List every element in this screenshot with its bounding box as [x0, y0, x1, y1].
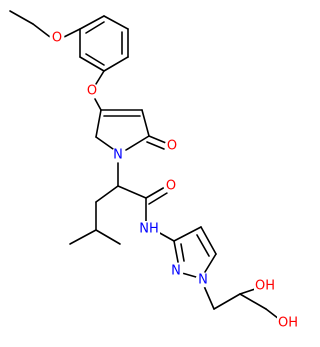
- bond: [103, 15, 129, 30]
- atom-label-o-ether1: O: [49, 30, 65, 46]
- bond: [95, 185, 119, 203]
- bond: [200, 226, 217, 255]
- bond: [173, 240, 179, 263]
- atom-label-oh-secondary: OH: [254, 278, 277, 294]
- atom-background: [49, 30, 65, 46]
- atom-background: [110, 147, 126, 163]
- bond: [79, 15, 105, 30]
- diagram-background: [0, 0, 302, 347]
- atom-background: [84, 83, 100, 99]
- bond: [79, 56, 105, 72]
- atom-label: OH: [278, 316, 298, 331]
- bond: [239, 293, 267, 310]
- bond: [148, 135, 167, 144]
- bond: [95, 70, 105, 85]
- atom-label-o-carbonyl2: O: [163, 178, 179, 194]
- bond: [204, 253, 217, 273]
- atom-label-nh-amide: NH: [138, 221, 160, 237]
- bond: [69, 229, 97, 245]
- atom-label-o-ether2: O: [84, 83, 100, 99]
- bond: [145, 186, 166, 199]
- bond: [148, 192, 168, 205]
- atom-label-n-pyrazole1: N: [195, 272, 211, 288]
- atom-label: O: [52, 31, 62, 46]
- bond: [213, 293, 241, 310]
- atom-background: [164, 138, 180, 154]
- atom-background: [195, 272, 211, 288]
- bond: [239, 288, 256, 295]
- atom-label: OH: [255, 279, 275, 294]
- atom-label: O: [166, 179, 176, 194]
- bond: [141, 109, 150, 137]
- bond: [63, 28, 81, 38]
- bond: [85, 53, 105, 66]
- bond: [203, 285, 215, 310]
- bond: [146, 141, 165, 150]
- bond: [9, 10, 34, 25]
- bond: [265, 308, 280, 320]
- bond: [125, 135, 150, 151]
- atom-label-n-lactam: N: [110, 147, 126, 163]
- atom-label: N: [171, 264, 181, 279]
- atom-label: O: [167, 139, 177, 154]
- atom-label: NH: [139, 222, 159, 237]
- molecule-structure-diagram: O O O N O NH N N: [0, 0, 302, 347]
- bond: [103, 56, 129, 72]
- atom-background: [277, 315, 300, 331]
- bond: [181, 272, 197, 278]
- atom-label-oh-primary: OH: [277, 315, 300, 331]
- atom-background: [254, 278, 277, 294]
- bond: [95, 136, 114, 150]
- bond-lines: [9, 10, 280, 320]
- bond: [180, 243, 185, 262]
- bond: [85, 21, 105, 34]
- atom-background: [138, 221, 160, 237]
- bond: [117, 185, 147, 199]
- bond: [157, 231, 175, 242]
- atom-label-n-pyrazole2: N: [168, 263, 184, 279]
- bond: [32, 23, 51, 38]
- atom-background: [163, 178, 179, 194]
- bond: [95, 229, 121, 245]
- atom-label-o-carbonyl1: O: [164, 138, 180, 154]
- atom-label: N: [113, 148, 123, 163]
- atom-labels: O O O N O NH N N: [49, 30, 300, 331]
- atom-background: [168, 263, 184, 279]
- atom-label: O: [87, 84, 97, 99]
- bond: [94, 98, 102, 111]
- bond: [95, 109, 102, 138]
- atom-label: N: [198, 273, 208, 288]
- bond: [196, 234, 210, 257]
- bond: [173, 226, 202, 242]
